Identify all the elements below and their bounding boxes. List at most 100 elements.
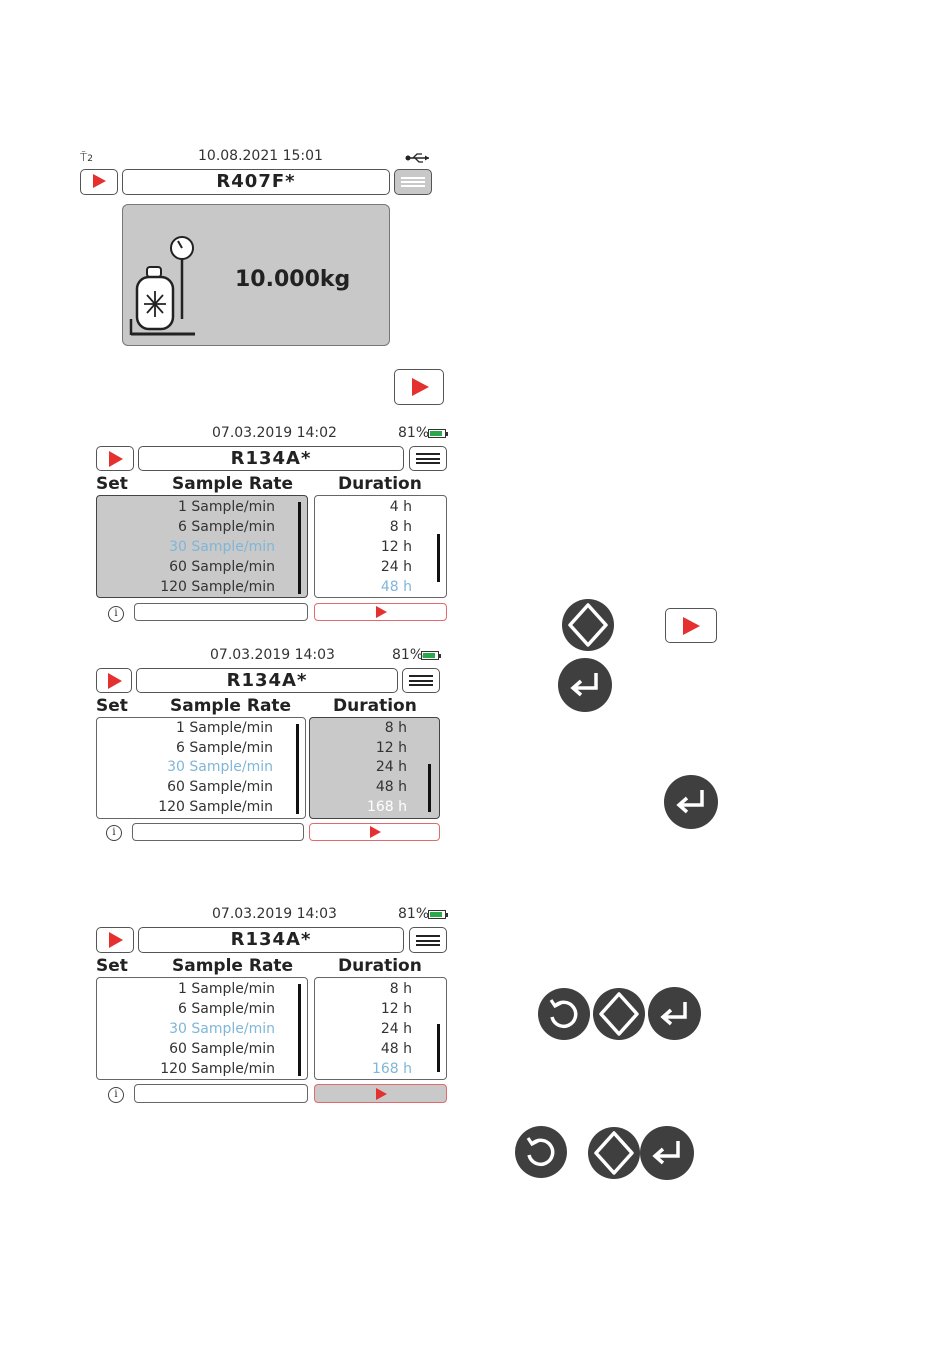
play-icon [109, 451, 123, 467]
list-item[interactable]: 8 h [389, 981, 412, 997]
start-button-key[interactable] [665, 608, 717, 643]
list-item-selected[interactable]: 168 h [371, 1061, 412, 1077]
menu-button[interactable] [402, 668, 440, 693]
duration-header: Duration [333, 696, 417, 716]
list-item[interactable]: 6 Sample/min [176, 740, 273, 756]
list-item[interactable]: 60 Sample/min [167, 779, 273, 795]
sample-rate-list[interactable]: 1 Sample/min 6 Sample/min 30 Sample/min … [96, 495, 308, 598]
start-bar-selected[interactable] [314, 1084, 447, 1103]
scrollbar[interactable] [298, 502, 301, 594]
play-icon [108, 673, 122, 689]
duration-header: Duration [338, 956, 422, 976]
menu-button[interactable] [409, 927, 447, 953]
start-button[interactable] [80, 169, 118, 195]
info-icon[interactable]: i [108, 1087, 124, 1103]
list-item[interactable]: 4 h [389, 499, 412, 515]
back-icon[interactable] [515, 1126, 567, 1178]
list-item[interactable]: 6 Sample/min [178, 1001, 275, 1017]
list-item[interactable]: 120 Sample/min [160, 579, 275, 595]
list-item[interactable]: 6 Sample/min [178, 519, 275, 535]
enter-icon[interactable] [558, 658, 612, 712]
menu-button[interactable] [394, 169, 432, 195]
list-item[interactable]: 1 Sample/min [178, 499, 275, 515]
date-time: 07.03.2019 14:02 [212, 425, 337, 441]
refrigerant-title[interactable]: R134A* [138, 927, 404, 953]
start-button[interactable] [96, 446, 134, 471]
start-button[interactable] [96, 668, 132, 693]
play-icon [370, 826, 381, 838]
start-bar[interactable] [309, 823, 440, 841]
start-button[interactable] [96, 927, 134, 953]
scrollbar[interactable] [437, 1024, 440, 1072]
duration-header: Duration [338, 474, 422, 494]
sample-rate-header: Sample Rate [172, 474, 294, 494]
list-item[interactable]: 12 h [375, 740, 407, 756]
battery-percent: 81% [392, 647, 424, 663]
list-item[interactable]: 48 h [380, 1041, 412, 1057]
enter-icon[interactable] [640, 1126, 694, 1180]
scrollbar[interactable] [296, 724, 299, 814]
set-header: Set [96, 956, 128, 976]
start-button-key[interactable] [394, 369, 444, 405]
list-item[interactable]: 24 h [375, 759, 407, 775]
list-item[interactable]: 8 h [384, 720, 407, 736]
list-item[interactable]: 1 Sample/min [176, 720, 273, 736]
set-header: Set [96, 696, 128, 716]
info-bar [134, 1084, 308, 1103]
play-icon [412, 378, 429, 396]
list-item[interactable]: 60 Sample/min [169, 1041, 275, 1057]
scrollbar[interactable] [428, 764, 431, 812]
play-icon [376, 606, 387, 618]
list-item[interactable]: 24 h [380, 559, 412, 575]
list-item-selected[interactable]: 30 Sample/min [169, 1021, 275, 1037]
battery-icon [428, 429, 448, 438]
list-item[interactable]: 120 Sample/min [160, 1061, 275, 1077]
sample-rate-list[interactable]: 1 Sample/min 6 Sample/min 30 Sample/min … [96, 977, 308, 1080]
duration-list[interactable]: 4 h 8 h 12 h 24 h 48 h [314, 495, 447, 598]
info-icon[interactable]: i [108, 606, 124, 622]
navigation-pad-icon[interactable] [588, 1127, 640, 1179]
start-bar[interactable] [314, 603, 447, 621]
sample-rate-header: Sample Rate [172, 956, 294, 976]
duration-list[interactable]: 8 h 12 h 24 h 48 h 168 h [309, 717, 440, 819]
list-item[interactable]: 1 Sample/min [178, 981, 275, 997]
list-item[interactable]: 60 Sample/min [169, 559, 275, 575]
list-item-selected[interactable]: 168 h [366, 799, 407, 815]
list-item[interactable]: 48 h [375, 779, 407, 795]
scrollbar[interactable] [298, 984, 301, 1076]
enter-icon[interactable] [648, 987, 701, 1040]
back-icon[interactable] [538, 988, 590, 1040]
play-icon [376, 1088, 387, 1100]
list-item[interactable]: 24 h [380, 1021, 412, 1037]
weight-value: 10.000kg [235, 267, 351, 292]
info-bar [134, 603, 308, 621]
list-item-selected[interactable]: 30 Sample/min [167, 759, 273, 775]
list-item-selected[interactable]: 30 Sample/min [169, 539, 275, 555]
antenna-icon: ⍑2 [80, 150, 93, 164]
info-icon[interactable]: i [106, 825, 122, 841]
date-time: 07.03.2019 14:03 [210, 647, 335, 663]
set-header: Set [96, 474, 128, 494]
refrigerant-cylinder-icon [129, 233, 201, 345]
duration-list[interactable]: 8 h 12 h 24 h 48 h 168 h [314, 977, 447, 1080]
refrigerant-title[interactable]: R134A* [136, 668, 398, 693]
list-item[interactable]: 8 h [389, 519, 412, 535]
scrollbar[interactable] [437, 534, 440, 582]
list-item[interactable]: 12 h [380, 539, 412, 555]
navigation-pad-icon[interactable] [593, 988, 645, 1040]
menu-button[interactable] [409, 446, 447, 471]
navigation-pad-icon[interactable] [562, 599, 614, 651]
list-item[interactable]: 12 h [380, 1001, 412, 1017]
battery-percent: 81% [398, 906, 430, 922]
play-icon [683, 617, 700, 635]
sample-rate-list[interactable]: 1 Sample/min 6 Sample/min 30 Sample/min … [96, 717, 306, 819]
usb-icon [405, 149, 431, 168]
refrigerant-title[interactable]: R134A* [138, 446, 404, 471]
enter-icon[interactable] [664, 775, 718, 829]
list-item-selected[interactable]: 48 h [380, 579, 412, 595]
refrigerant-title[interactable]: R407F* [122, 169, 390, 195]
list-item[interactable]: 120 Sample/min [158, 799, 273, 815]
date-time: 10.08.2021 15:01 [198, 148, 323, 164]
battery-icon [421, 651, 441, 660]
play-icon [109, 932, 123, 948]
